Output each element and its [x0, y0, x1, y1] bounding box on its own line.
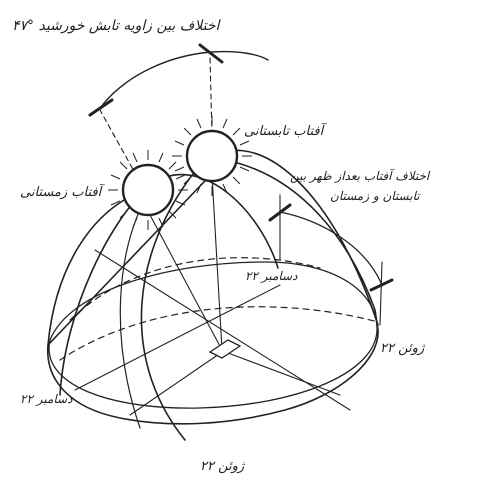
angle-difference-arc — [100, 52, 268, 108]
ray-to-winter-sun — [150, 215, 222, 350]
ground-line-1 — [95, 250, 350, 410]
label-dec22-right: ۲۲ دسامبر — [245, 269, 298, 283]
horizon-ellipse — [49, 262, 377, 408]
label-angle-difference: ۴۷° اختلاف بین زاویه تابش خورشید — [12, 18, 221, 34]
label-june22-bottom: ۲۲ ژوئن — [200, 459, 246, 474]
ground-line-2 — [75, 285, 280, 390]
meridian-arc — [120, 190, 150, 428]
summer-tick-vertical — [380, 262, 382, 325]
label-height-difference-line2: تابستان و زمستان — [330, 189, 421, 203]
label-winter-sun: آفتاب زمستانی — [20, 183, 106, 200]
label-june22-right: ۲۲ ژوئن — [380, 341, 426, 356]
ground-line-3 — [220, 350, 340, 395]
winter-sun-icon — [108, 150, 188, 230]
label-height-difference-line1: اختلاف آفتاب بعداز ظهر بین — [290, 168, 431, 183]
label-dec22-left: ۲۲ دسامبر — [20, 392, 73, 406]
label-summer-sun: آفتاب تابستانی — [244, 122, 328, 139]
december-sun-path — [60, 175, 278, 395]
ground-line-4 — [130, 352, 222, 415]
